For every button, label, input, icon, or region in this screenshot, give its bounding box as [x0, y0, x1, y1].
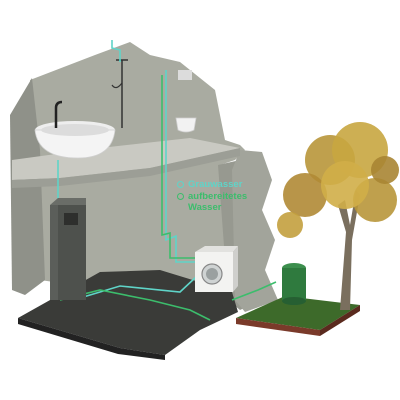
- legend-item-treated-water: aufbereitetes Wasser: [177, 191, 277, 213]
- washing-machine-icon: [195, 246, 238, 292]
- shower-icon: [111, 59, 128, 128]
- treated-water-circle-icon: [177, 193, 184, 200]
- water-legend: Grauwasser aufbereitetes Wasser: [177, 179, 277, 214]
- garden-bed: [236, 296, 360, 336]
- upper-floor-slab: [12, 138, 240, 180]
- treated-water-pipes: [59, 75, 277, 321]
- legend-label-grey-water: Grauwasser: [188, 179, 243, 190]
- exterior-wall: [232, 150, 278, 312]
- grey-water-circle-icon: [177, 181, 184, 188]
- toilet-icon: [175, 70, 197, 133]
- ground-floor-edge: [18, 318, 165, 360]
- upper-floor-edge: [12, 148, 240, 188]
- water-treatment-unit-icon: [50, 198, 86, 300]
- rain-barrel-icon: [282, 263, 306, 305]
- tree-icon: [277, 122, 399, 310]
- legend-label-treated-water: aufbereitetes Wasser: [188, 191, 248, 213]
- faucet-icon: [54, 100, 63, 128]
- legend-item-grey-water: Grauwasser: [177, 179, 277, 190]
